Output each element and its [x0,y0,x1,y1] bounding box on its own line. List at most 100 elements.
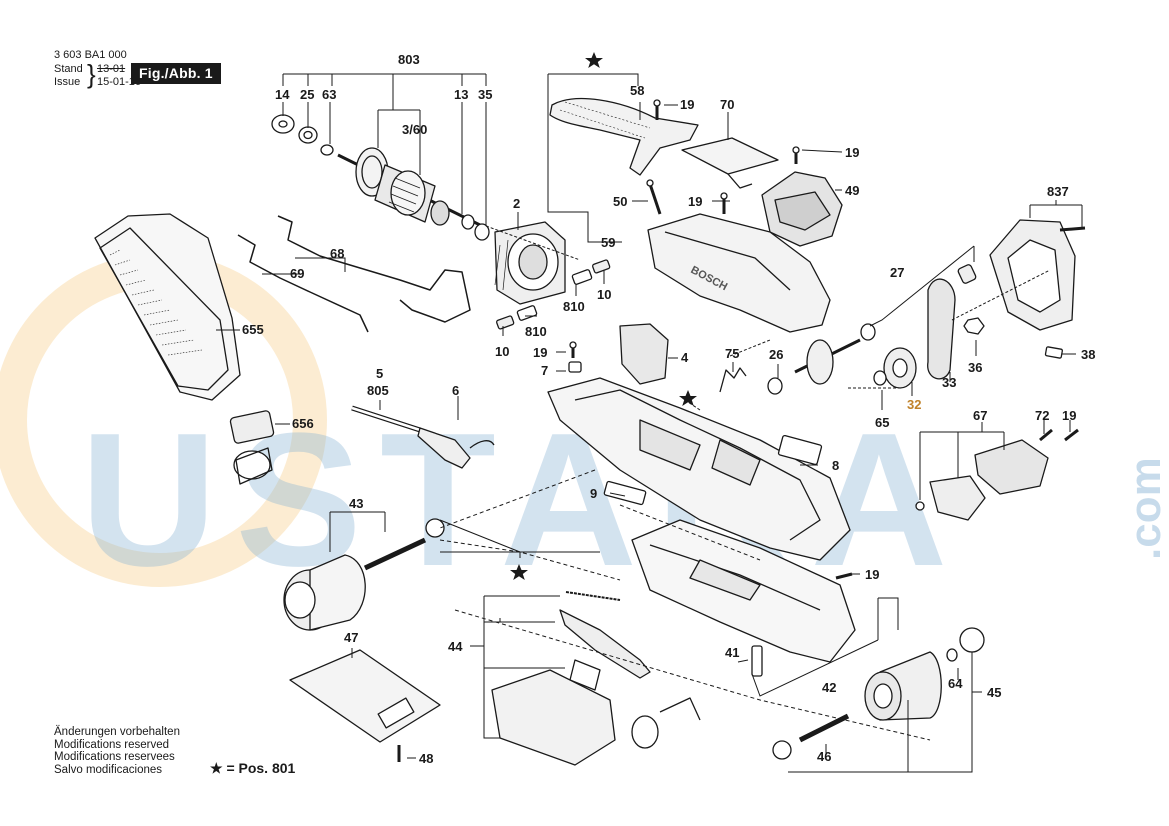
stand-label: Stand [54,63,83,75]
callout-5: 5 [376,366,383,381]
screw-19e [1064,428,1079,442]
brush-10a [592,259,611,274]
callout-43: 43 [349,496,363,511]
callout-805: 805 [367,383,389,398]
screw-72 [1039,428,1053,442]
callout-50: 50 [613,194,627,209]
callout-13: 13 [454,87,468,102]
callout-45: 45 [987,685,1001,700]
knob-part-67 [915,439,1049,521]
axle-part-46 [772,713,850,760]
issue-label: Issue [54,76,81,88]
belt-cover-part-837 [989,219,1086,331]
figure-label: Fig./Abb. 1 [131,63,221,84]
callout-26: 26 [769,347,783,362]
callout-4: 4 [681,350,689,365]
pulley-part-32 [883,347,917,389]
callout-25: 25 [300,87,314,102]
callout-9: 9 [590,486,597,501]
header-brace: } [87,59,96,89]
ring-part-65 [873,370,887,386]
callout-41: 41 [725,645,739,660]
screw-19d [569,341,577,358]
callout-655: 655 [242,322,264,337]
callout-38: 38 [1081,347,1095,362]
callout-72: 72 [1035,408,1049,423]
switch-part-4 [619,323,669,385]
callout-19f: 19 [865,567,879,582]
callout-19d: 19 [533,345,547,360]
leader-lines [216,73,1083,773]
callout-42: 42 [822,680,836,695]
callout-837: 837 [1047,184,1069,199]
stand-value: 13-01 [97,63,126,75]
watermark-suffix: .com [1121,457,1169,560]
ring-part-63 [320,144,334,156]
callout-810b: 810 [525,324,547,339]
callout-8: 8 [832,458,839,473]
dust-adapter-part-656 [229,410,275,485]
stator-part-2 [494,221,566,305]
callout-7: 7 [541,363,548,378]
callout-64: 64 [948,676,963,691]
motor-cap-part-49 [761,171,843,247]
rear-roller-part-43 [283,518,445,631]
part-number: 3 603 BA1 000 [54,49,127,61]
callout-810a: 810 [563,299,585,314]
callout-63: 63 [322,87,336,102]
bearing-part-25 [298,126,318,144]
callout-19b: 19 [845,145,859,160]
callout-803: 803 [398,52,420,67]
note-line: Änderungen vorbehalten [54,726,180,738]
screw-50 [646,179,662,215]
callout-48: 48 [419,751,433,766]
callout-19c: 19 [688,194,702,209]
handle-grip-part-58 [549,97,699,176]
callout-75: 75 [725,346,739,361]
callout-360: 3/60 [402,122,427,137]
star-icon [679,390,697,406]
belt-part-33 [927,278,956,380]
callout-46: 46 [817,749,831,764]
callout-59: 59 [601,235,615,250]
cork-plate-part-47 [289,649,441,743]
star-legend: ★ = Pos. 801 [210,760,296,776]
callout-36: 36 [968,360,982,375]
callout-14: 14 [275,87,290,102]
spring-part-75 [719,367,747,393]
gear-part-27 [794,264,977,385]
callout-32: 32 [907,397,921,412]
armature-part-360 [337,147,490,241]
star-icon [585,52,603,68]
housing-half-part-59: BOSCH [647,213,831,333]
nut-part-36 [963,317,985,335]
callout-70: 70 [720,97,734,112]
callout-44: 44 [448,639,463,654]
callout-69: 69 [290,266,304,281]
clip-part-41 [751,645,763,677]
callout-19e: 19 [1062,408,1076,423]
ring-part-64 [946,648,958,662]
note-line: Modifications reserved [54,738,170,751]
callout-656: 656 [292,416,314,431]
callout-2: 2 [513,196,520,211]
note-line: Salvo modificaciones [54,763,163,776]
brush-10b [496,315,515,330]
power-cord-part-805 [351,405,495,469]
callout-10b: 10 [495,344,509,359]
washer-part-14 [271,114,295,134]
callout-10a: 10 [597,287,611,302]
lock-button-part-7 [568,361,582,373]
main-housing [547,377,851,561]
brush-holder-810a [571,269,593,285]
callout-35: 35 [478,87,492,102]
callout-19a: 19 [680,97,694,112]
issue-value: 15-01-16 [97,76,142,88]
lever-part-44 [491,591,701,766]
screw-19b [792,146,800,164]
dust-box-part-655 [94,213,241,401]
callout-33: 33 [942,375,956,390]
cover-plate-part-70 [681,137,779,189]
